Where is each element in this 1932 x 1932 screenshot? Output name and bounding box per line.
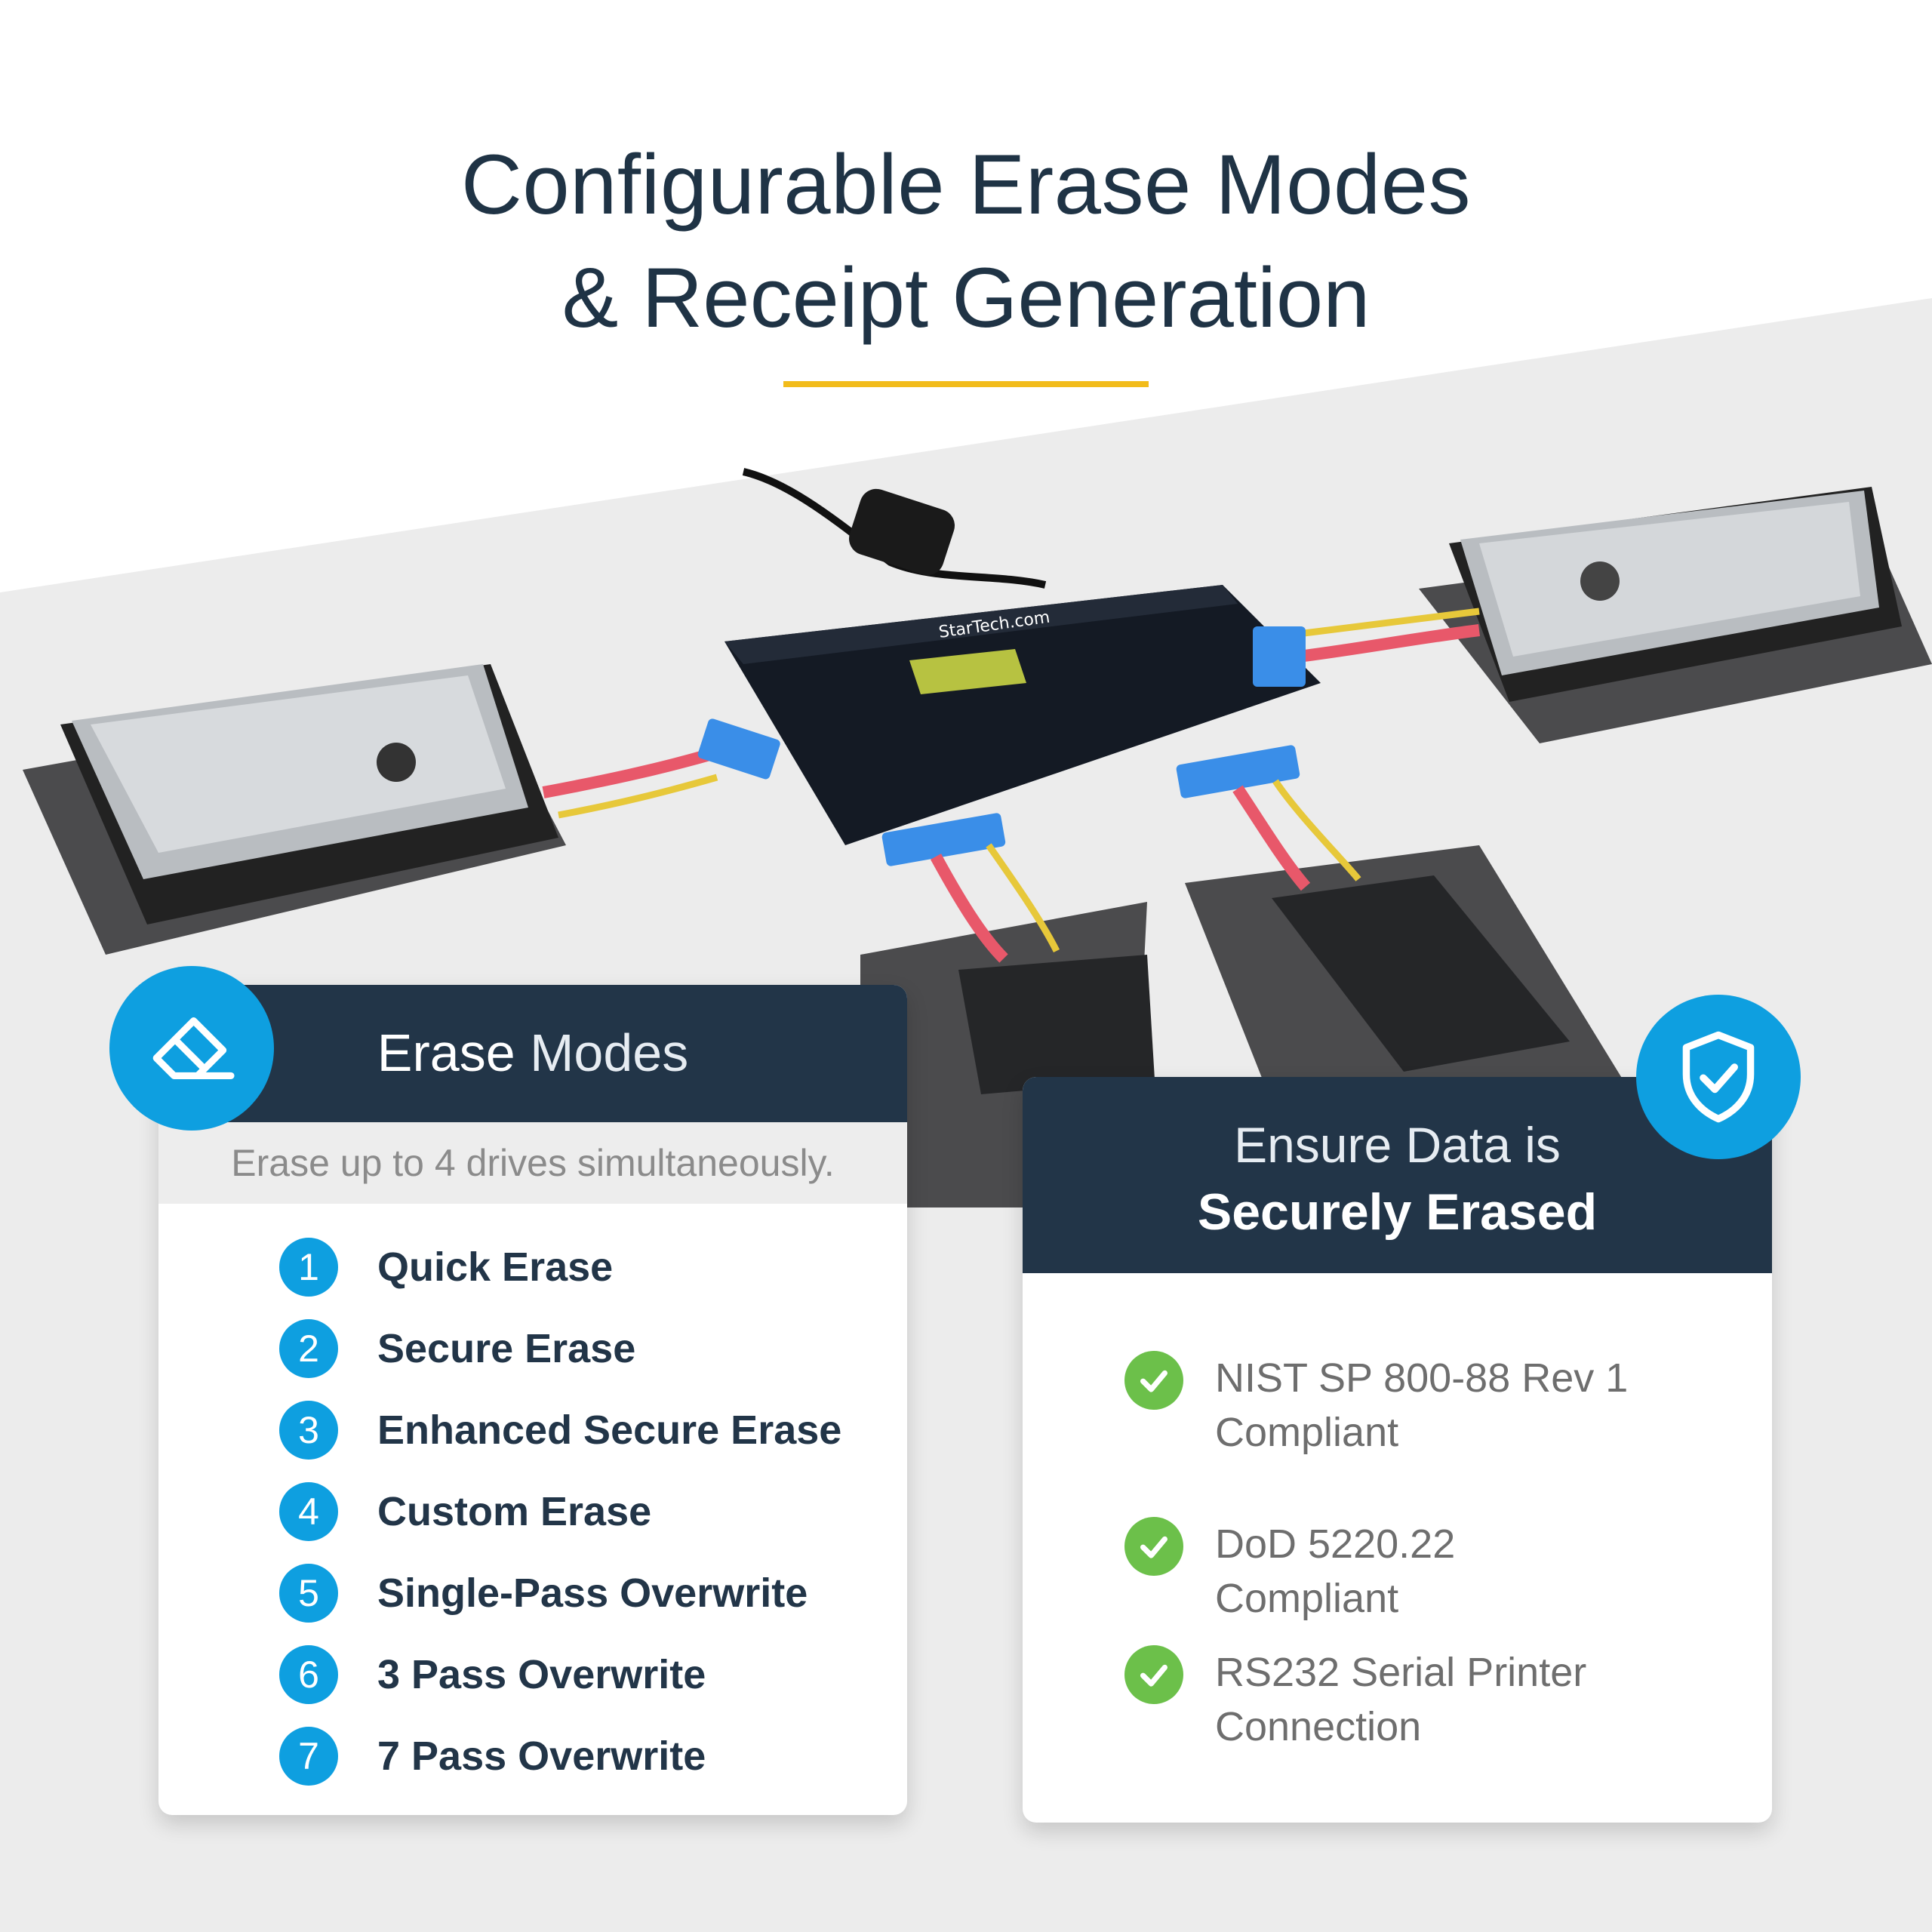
accent-divider — [783, 381, 1149, 387]
feature-item-dod: DoD 5220.22 Compliant — [1124, 1517, 1638, 1626]
erase-modes-list: 1 Quick Erase 2 Secure Erase 3 Enhanced Sec… — [279, 1226, 841, 1797]
mode-number-badge: 6 — [279, 1645, 338, 1704]
mode-label: Custom Erase — [377, 1489, 652, 1534]
hard-drive-right — [1449, 487, 1902, 702]
check-icon — [1124, 1351, 1183, 1410]
page-subtitle: & Receipt Generation — [561, 251, 1371, 345]
list-item: 6 3 Pass Overwrite — [279, 1634, 841, 1715]
hard-drive-left — [60, 664, 558, 924]
mode-number-badge: 7 — [279, 1727, 338, 1786]
list-item: 2 Secure Erase — [279, 1308, 841, 1389]
erase-modes-subtitle: Erase up to 4 drives simultaneously. — [158, 1122, 907, 1204]
erase-device: StarTech.com — [724, 585, 1321, 845]
list-item: 1 Quick Erase — [279, 1226, 841, 1308]
secure-card-title-line2: Securely Erased — [1197, 1183, 1598, 1241]
feature-item-rs232: RS232 Serial Printer Connection — [1124, 1645, 1638, 1754]
feature-text: NIST SP 800-88 Rev 1 Compliant — [1215, 1355, 1629, 1455]
eraser-icon — [109, 966, 274, 1131]
mode-label: Single-Pass Overwrite — [377, 1571, 808, 1616]
feature-item-nist: NIST SP 800-88 Rev 1 Compliant — [1124, 1351, 1638, 1460]
mode-number-badge: 3 — [279, 1401, 338, 1460]
mode-label: Quick Erase — [377, 1244, 614, 1290]
secure-erase-card: Ensure Data is Securely Erased NIST SP 8… — [1023, 1077, 1772, 1823]
mode-label: 3 Pass Overwrite — [377, 1652, 706, 1697]
secure-card-title-line1: Ensure Data is — [1234, 1117, 1561, 1173]
erase-modes-card: Erase Modes Erase up to 4 drives simulta… — [158, 985, 907, 1815]
check-icon — [1124, 1517, 1183, 1576]
ssd-bottom-left — [958, 955, 1155, 1094]
ssd-bottom-right — [1272, 875, 1570, 1072]
mode-label: 7 Pass Overwrite — [377, 1734, 706, 1779]
erase-modes-title: Erase Modes — [377, 1023, 689, 1082]
shield-check-icon — [1636, 995, 1801, 1159]
page-title: Configurable Erase Modes — [460, 137, 1472, 232]
list-item: 5 Single-Pass Overwrite — [279, 1552, 841, 1634]
mode-number-badge: 4 — [279, 1482, 338, 1541]
list-item: 3 Enhanced Secure Erase — [279, 1389, 841, 1471]
erase-modes-header: Erase Modes — [158, 985, 907, 1122]
list-item: 4 Custom Erase — [279, 1471, 841, 1552]
list-item: 7 7 Pass Overwrite — [279, 1715, 841, 1797]
check-icon — [1124, 1645, 1183, 1704]
mode-number-badge: 2 — [279, 1319, 338, 1378]
mode-label: Secure Erase — [377, 1326, 636, 1371]
mode-number-badge: 1 — [279, 1238, 338, 1297]
feature-text: DoD 5220.22 Compliant — [1215, 1521, 1456, 1621]
mode-number-badge: 5 — [279, 1564, 338, 1623]
mode-label: Enhanced Secure Erase — [377, 1407, 842, 1453]
feature-text: RS232 Serial Printer Connection — [1215, 1650, 1587, 1749]
